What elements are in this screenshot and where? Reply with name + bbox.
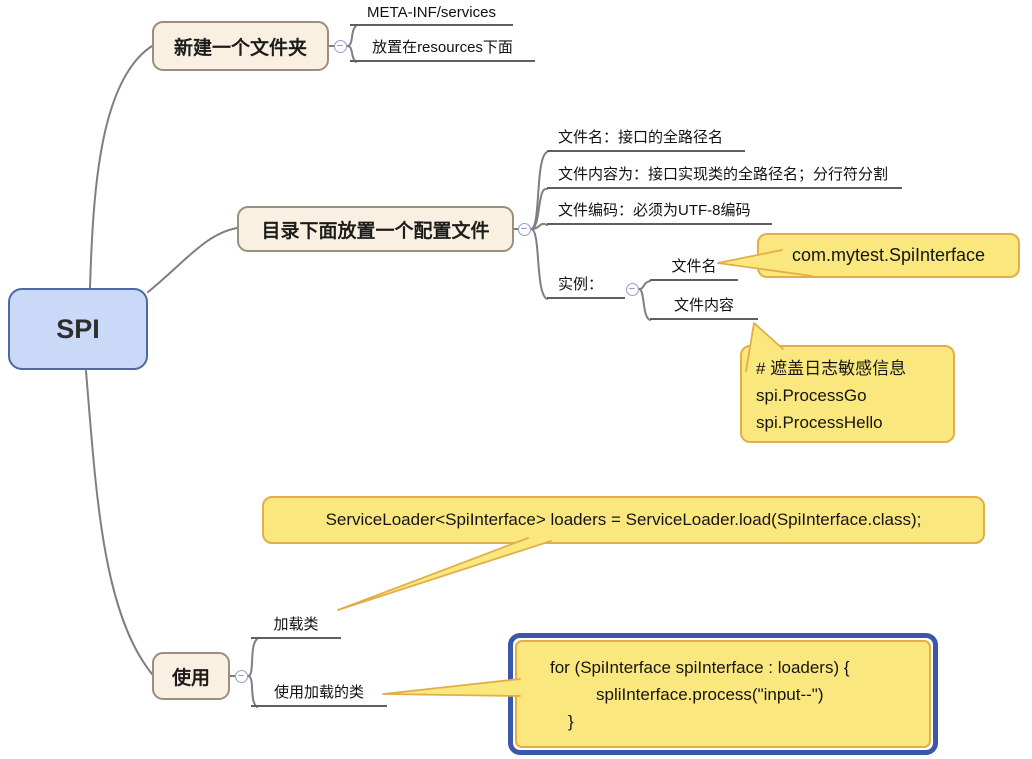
subtopic-file-name[interactable]: 文件名：接口的全路径名 [547, 129, 745, 152]
subtopic-load-class[interactable]: 加载类 [251, 615, 341, 639]
topic-usage-label: 使用 [171, 667, 210, 689]
collapse-icon[interactable]: − [333, 39, 347, 53]
callout-tail-for-loop [382, 678, 521, 697]
subtopic-meta-inf[interactable]: META-INF/services [350, 3, 513, 26]
topic-config-file[interactable]: 目录下面放置一个配置文件 [237, 206, 514, 252]
callout-file-name[interactable]: com.mytest.SpiInterface [757, 233, 1020, 278]
callout-tail-serviceloader [337, 537, 552, 611]
topic-new-folder-label: 新建一个文件夹 [173, 37, 307, 59]
callout-serviceloader[interactable]: ServiceLoader<SpiInterface> loaders = Se… [262, 496, 985, 544]
topic-new-folder[interactable]: 新建一个文件夹 [152, 21, 329, 71]
connector-root-config-file [147, 227, 238, 293]
callout-line: spliInterface.process("input--") [596, 685, 824, 704]
callout-file-content[interactable]: # 遮盖日志敏感信息 spi.ProcessGo spi.ProcessHell… [740, 345, 955, 443]
callout-line: # 遮盖日志敏感信息 [756, 359, 907, 378]
subtopic-file-encoding[interactable]: 文件编码：必须为UTF-8编码 [547, 202, 772, 225]
subtopic-file-content[interactable]: 文件内容为：接口实现类的全路径名；分行符分割 [547, 166, 902, 189]
subtopic-use-loaded-class[interactable]: 使用加载的类 [251, 683, 387, 707]
callout-line: } [568, 712, 574, 731]
connector-root-usage [85, 370, 153, 675]
topic-config-file-label: 目录下面放置一个配置文件 [261, 220, 490, 242]
callout-for-loop-selection-border: for (SpiInterface spiInterface : loaders… [508, 633, 938, 755]
callout-for-loop[interactable]: for (SpiInterface spiInterface : loaders… [515, 640, 931, 748]
root-topic-label: SPI [56, 313, 100, 344]
bracket-config-4 [530, 228, 548, 300]
subtopic-example-file-content[interactable]: 文件内容 [650, 297, 758, 320]
bracket-usage-1 [247, 638, 258, 677]
bracket-example-1 [638, 280, 651, 290]
callout-line: spi.ProcessGo [756, 386, 867, 405]
subtopic-example[interactable]: 实例： [547, 276, 625, 299]
connector-root-new-folder [89, 45, 153, 289]
root-topic-spi[interactable]: SPI [8, 288, 148, 370]
bracket-example-2 [638, 288, 651, 321]
collapse-icon[interactable]: − [234, 669, 248, 683]
collapse-icon[interactable]: − [517, 222, 531, 236]
bracket-config-2 [530, 188, 548, 230]
callout-line: spi.ProcessHello [756, 413, 883, 432]
bracket-config-1 [530, 151, 548, 230]
subtopic-example-file-name[interactable]: 文件名 [650, 258, 738, 281]
callout-line: for (SpiInterface spiInterface : loaders… [550, 658, 850, 677]
collapse-icon[interactable]: − [625, 282, 639, 296]
subtopic-resources[interactable]: 放置在resources下面 [350, 39, 535, 62]
bracket-config-3 [530, 222, 548, 230]
topic-usage[interactable]: 使用 [152, 652, 230, 700]
